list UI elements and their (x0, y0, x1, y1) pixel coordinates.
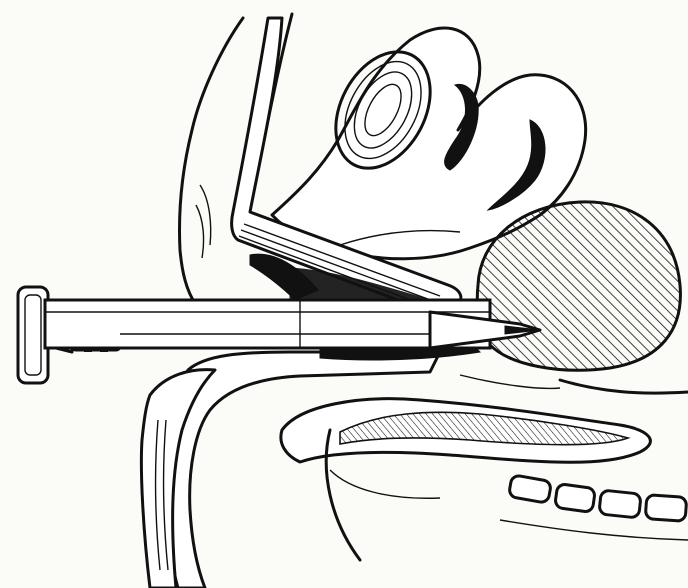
pouch-mass (477, 202, 680, 370)
rectum (281, 399, 651, 560)
posterior-tissue (460, 375, 688, 393)
syringe-barrel (45, 300, 490, 348)
vertebrae (500, 475, 688, 540)
